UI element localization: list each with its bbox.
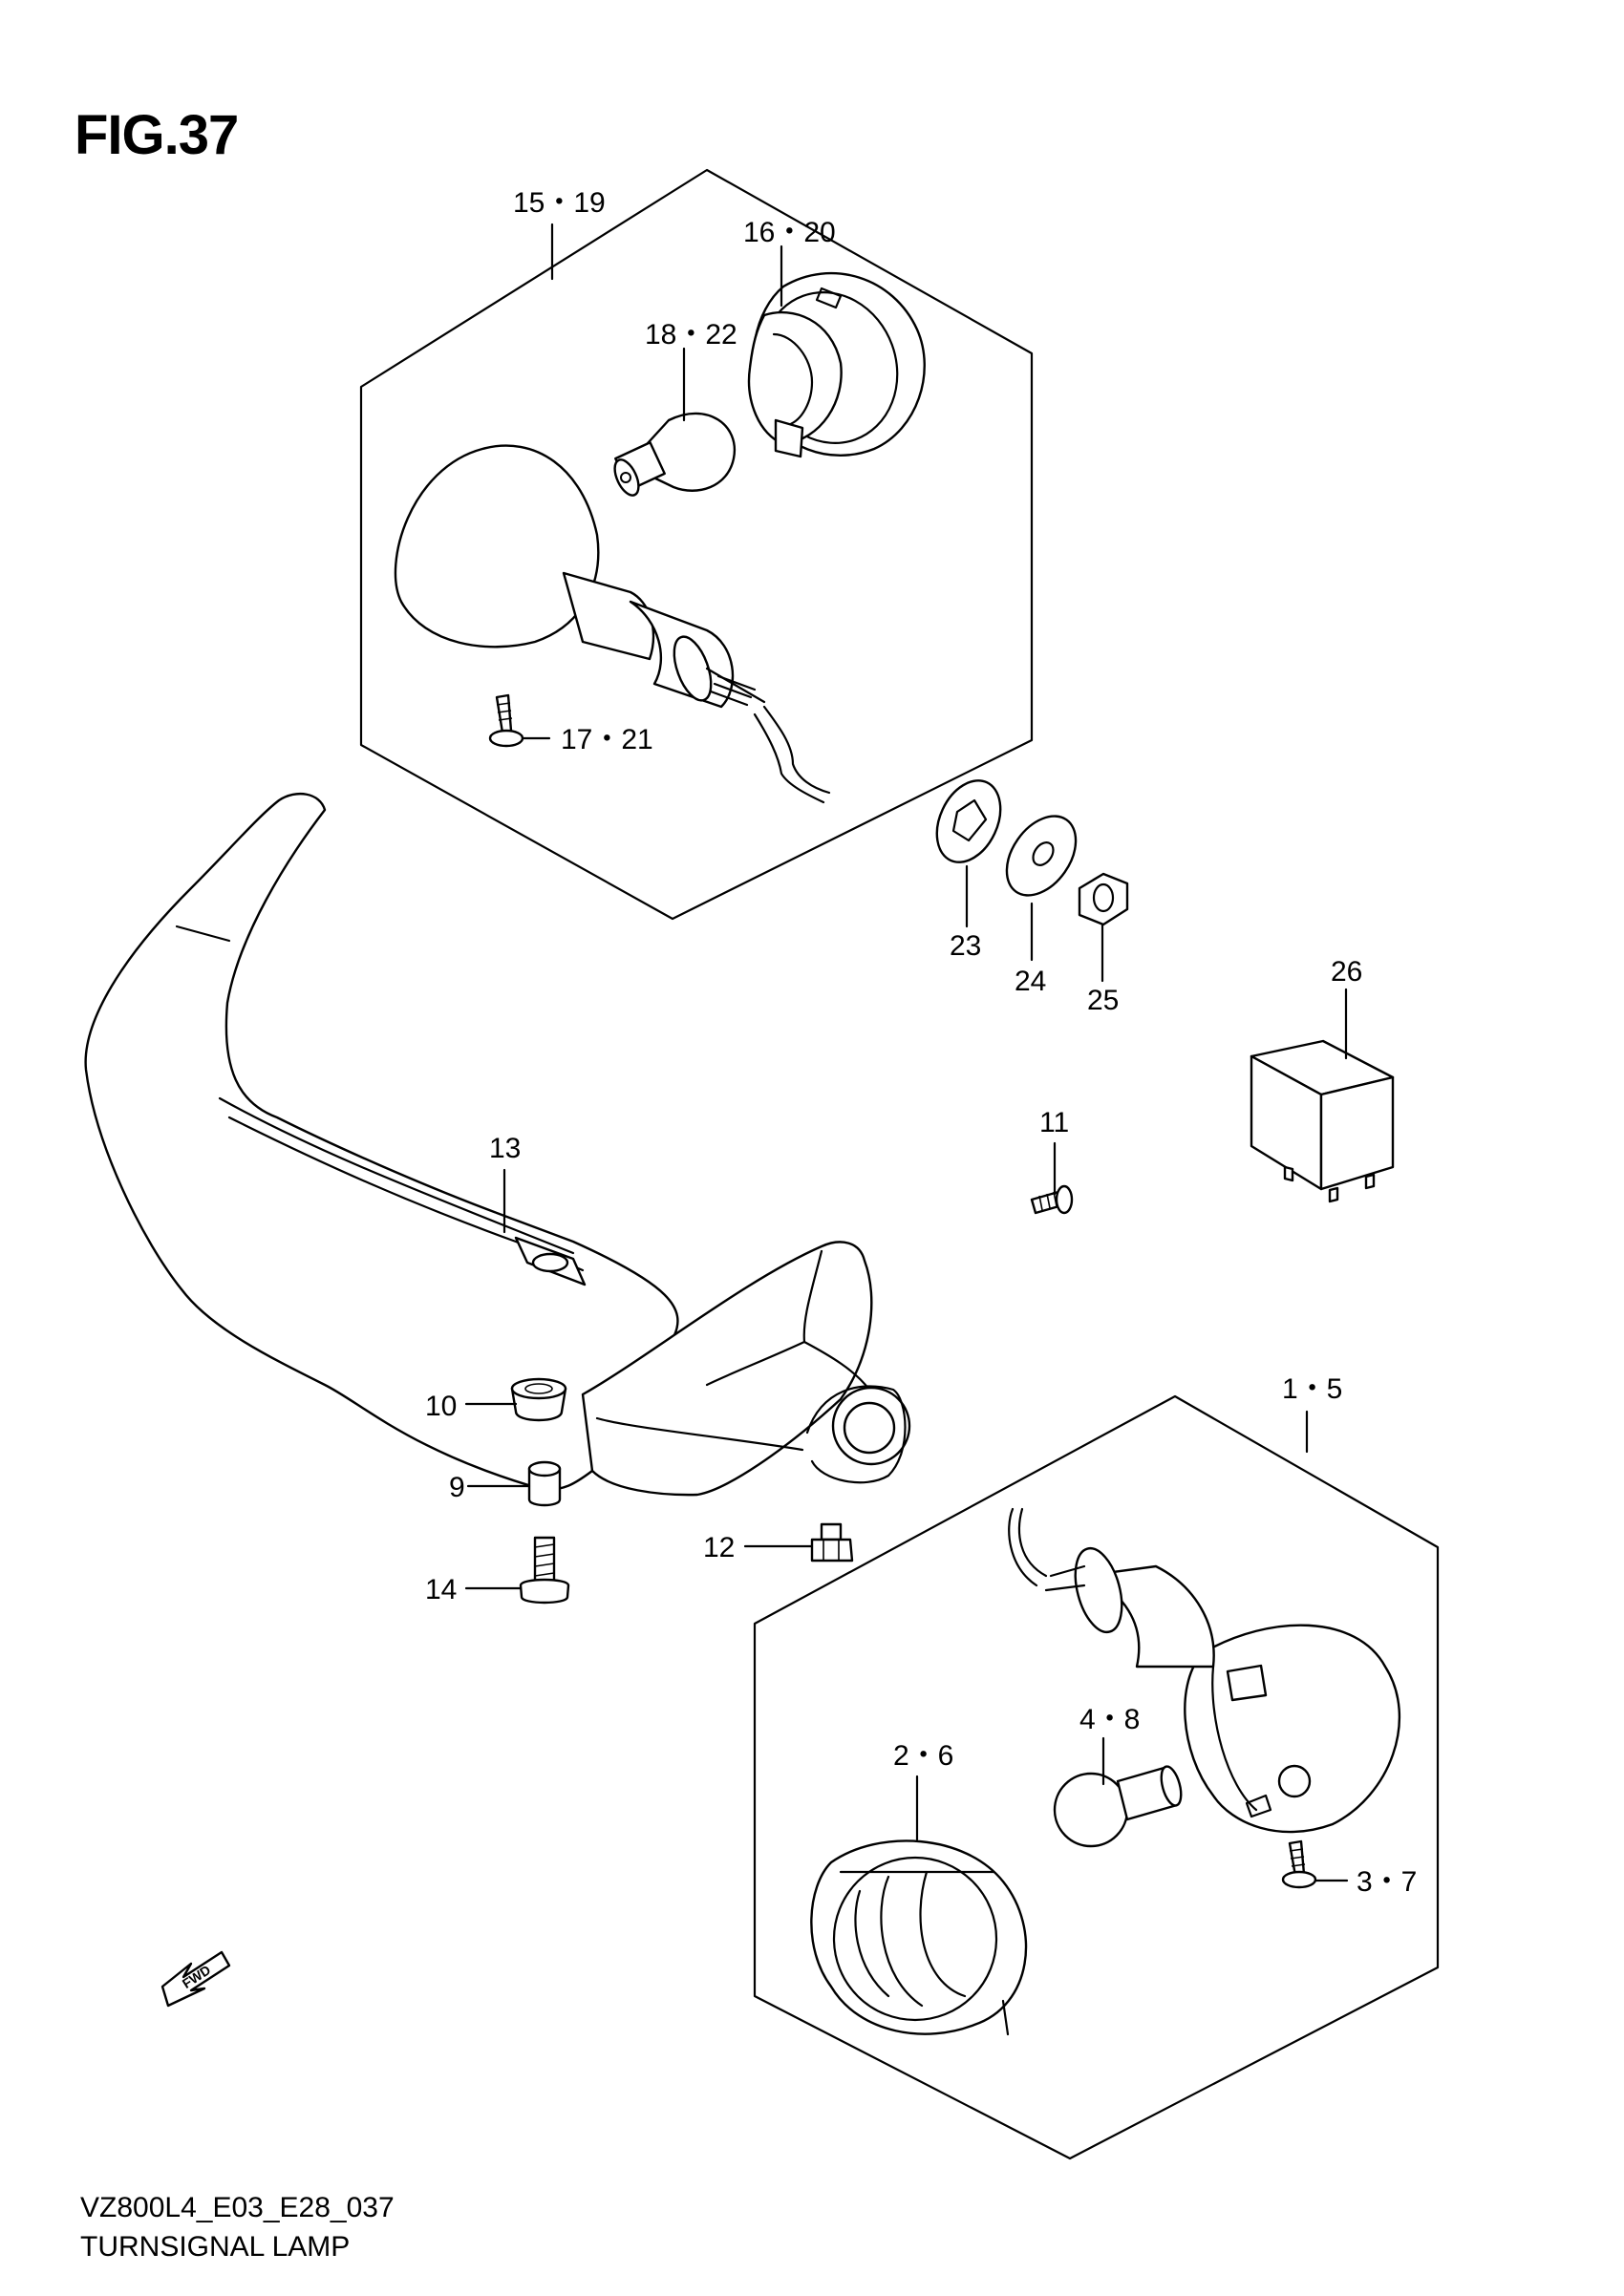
callout-17-21: 17・21 [561, 724, 653, 755]
callout-3-7: 3・7 [1357, 1866, 1417, 1898]
callout-labels: 15・19 16・20 18・22 17・21 23 24 25 26 13 1… [425, 187, 1417, 1898]
callout-11: 11 [1039, 1107, 1069, 1138]
callout-18-22: 18・22 [645, 319, 737, 351]
callout-4-8: 4・8 [1079, 1704, 1140, 1735]
callout-15-19: 15・19 [513, 187, 606, 219]
callout-1-5: 1・5 [1282, 1373, 1342, 1405]
upper-turnsignal-assembly-frame [359, 168, 1034, 921]
upper-lamp-housing [394, 444, 831, 804]
upper-lens [747, 271, 926, 458]
figure-name: TURNSIGNAL LAMP [80, 2231, 351, 2263]
nut-12 [810, 1522, 854, 1563]
lower-screw [1281, 1839, 1317, 1889]
callout-25: 25 [1087, 985, 1119, 1016]
leader-lines [464, 223, 1349, 1882]
nut-25 [1078, 872, 1129, 926]
lower-bulb [1053, 1765, 1183, 1848]
bolt-14 [519, 1536, 570, 1605]
washer-23 [935, 779, 1002, 863]
callout-2-6: 2・6 [893, 1740, 953, 1772]
callout-12: 12 [703, 1532, 735, 1563]
lower-lens [810, 1839, 1028, 2036]
figure-code: VZ800L4_E03_E28_037 [80, 2192, 395, 2223]
figure-title: FIG.37 [75, 104, 239, 166]
lower-lamp-housing [1008, 1507, 1400, 1834]
spacer-9 [527, 1460, 562, 1507]
forward-direction-arrow: FWD [160, 1950, 231, 2008]
mounting-bracket [84, 793, 911, 1497]
upper-screw [488, 693, 524, 748]
relay-26 [1250, 1039, 1395, 1203]
callout-24: 24 [1015, 966, 1046, 997]
callout-10: 10 [425, 1391, 457, 1422]
screw-11 [1030, 1184, 1074, 1215]
washer-24 [1005, 815, 1078, 897]
upper-bulb [613, 412, 737, 497]
callout-26: 26 [1331, 956, 1362, 988]
lower-turnsignal-assembly-frame [753, 1394, 1440, 2160]
callout-9: 9 [449, 1472, 465, 1503]
callout-14: 14 [425, 1574, 457, 1605]
callout-13: 13 [489, 1133, 521, 1164]
callout-16-20: 16・20 [743, 217, 836, 248]
grommet-10 [510, 1377, 567, 1422]
callout-23: 23 [950, 930, 981, 962]
